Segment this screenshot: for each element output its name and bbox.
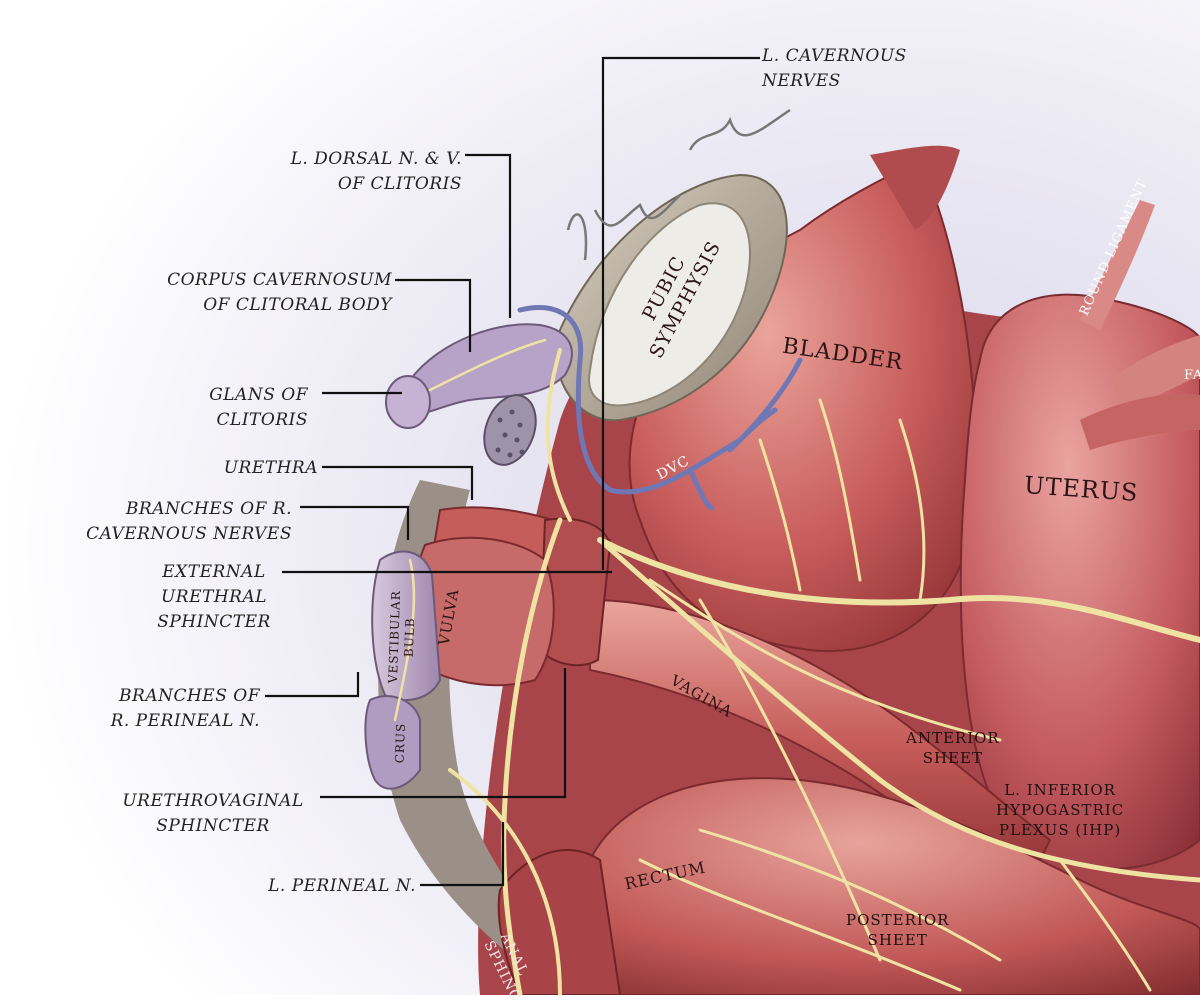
crus-shape <box>364 695 421 790</box>
fallopian-tube-shape <box>1110 335 1200 410</box>
urethral-sphincter-shape <box>538 517 612 667</box>
urachus <box>870 145 960 230</box>
vestibular-bulb-shape <box>371 550 442 701</box>
label-dorsal-nerve: L. DORSAL N. & V.OF CLITORIS <box>290 149 462 194</box>
clitoral-body-shape <box>409 323 573 415</box>
pubic-symphysis-disc <box>588 202 751 407</box>
anal-sphincter-shape <box>497 849 622 995</box>
uterine-vessel-shape <box>1080 393 1200 450</box>
nerve-network <box>393 338 1200 995</box>
label-l-perineal-nerve: L. PERINEAL N. <box>268 876 416 896</box>
label-fallopian: FA <box>1184 368 1200 383</box>
glans-shape <box>385 375 431 429</box>
label-r-cavernous-branches: BRANCHES OF R.CAVERNOUS NERVES <box>86 499 292 544</box>
crus-cross-section <box>483 394 537 466</box>
label-urethra: URETHRA <box>223 458 318 478</box>
round-ligament-shape <box>1080 200 1155 330</box>
leader-lines <box>265 56 760 887</box>
dorsal-venous-complex <box>517 304 803 511</box>
label-crus: CRUS <box>392 722 408 764</box>
artist-signature <box>566 108 791 261</box>
cross-section-dots <box>495 409 525 458</box>
